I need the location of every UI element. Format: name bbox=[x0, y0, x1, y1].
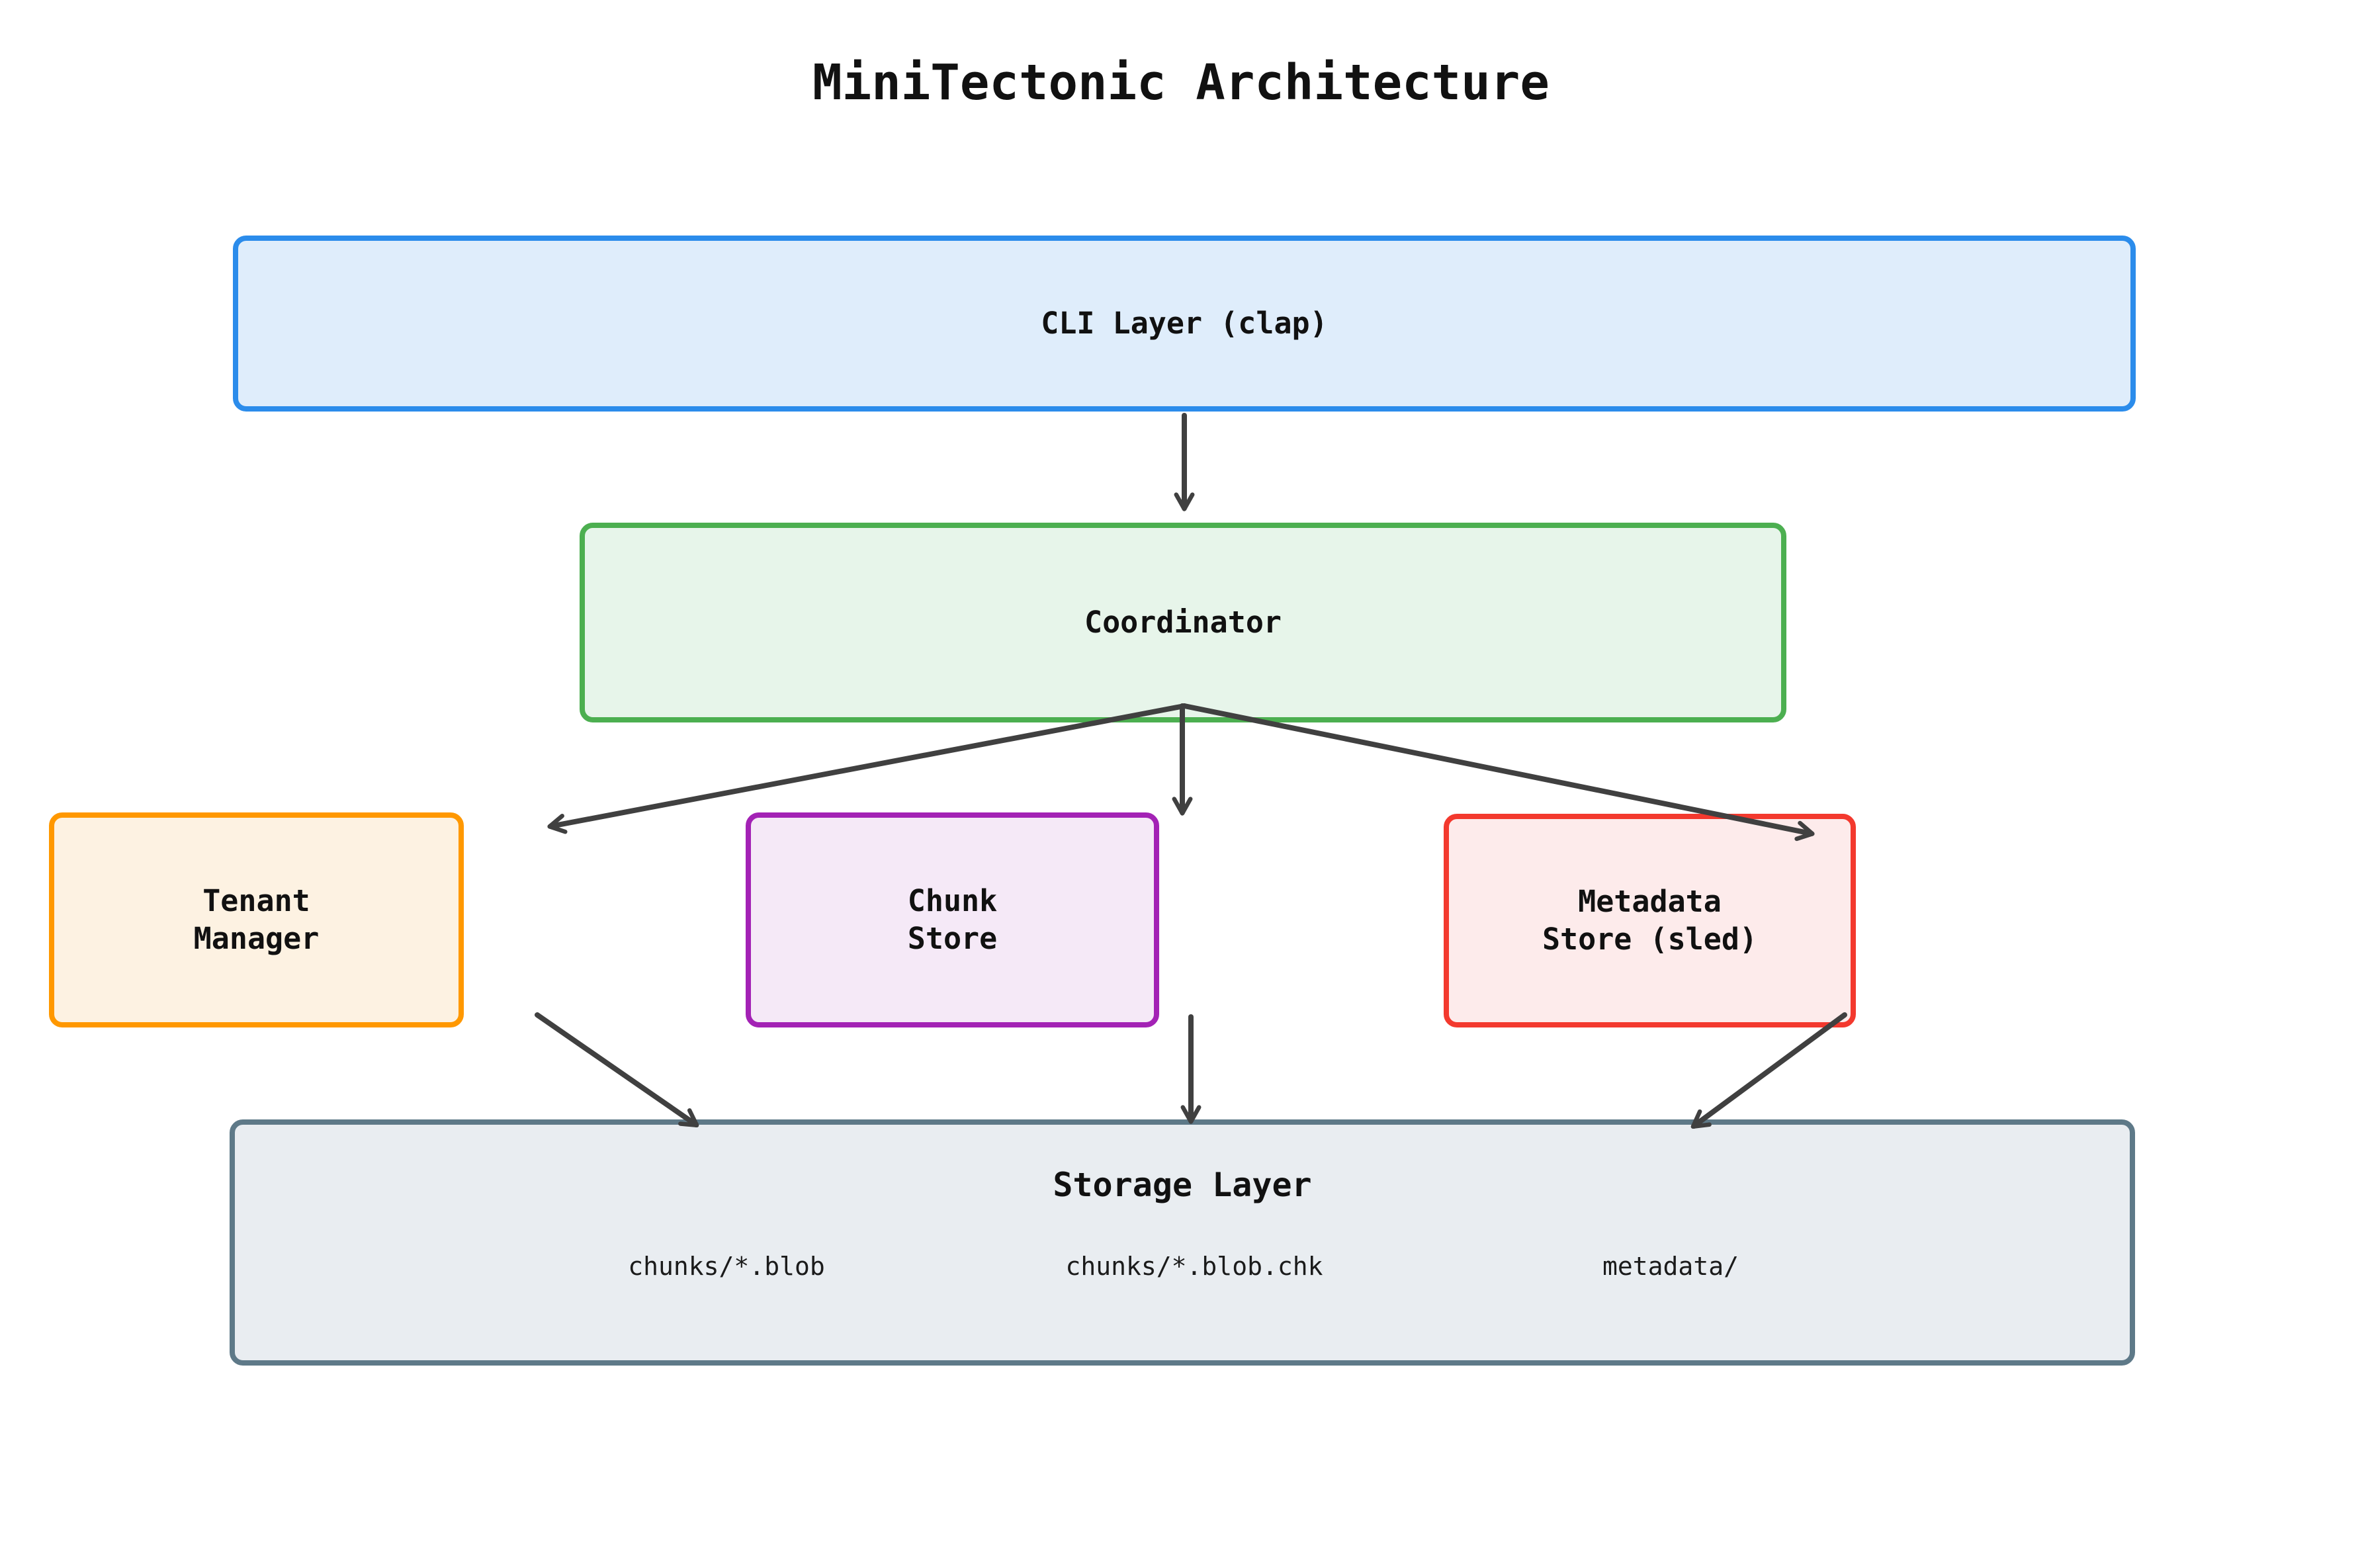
cli-layer-label: CLI Layer (clap) bbox=[1041, 305, 1328, 341]
node-cli-layer: CLI Layer (clap) bbox=[233, 236, 2136, 412]
node-chunk-store: Chunk Store bbox=[746, 812, 1159, 1027]
storage-path-metadata: metadata/ bbox=[1602, 1252, 1739, 1281]
edge-tenant-manager-to-storage bbox=[535, 1012, 699, 1128]
metadata-store-label: Metadata Store (sled) bbox=[1542, 884, 1758, 957]
storage-path-chunks-blob: chunks/*.blob bbox=[628, 1252, 825, 1281]
node-storage-layer: Storage Layer chunks/*.blob chunks/*.blo… bbox=[230, 1119, 2135, 1366]
node-tenant-manager: Tenant Manager bbox=[49, 812, 464, 1027]
edge-metadata-store-to-storage bbox=[1690, 1012, 1847, 1129]
chunk-store-label: Chunk Store bbox=[907, 883, 998, 956]
edge-coordinator-to-tenant-manager bbox=[547, 703, 1187, 834]
diagram-title: MiniTectonic Architecture bbox=[812, 54, 1550, 111]
tenant-manager-label: Tenant Manager bbox=[193, 883, 320, 956]
storage-path-chunks-blob-chk: chunks/*.blob.chk bbox=[1065, 1252, 1323, 1281]
node-coordinator: Coordinator bbox=[580, 523, 1786, 722]
node-metadata-store: Metadata Store (sled) bbox=[1444, 814, 1856, 1027]
storage-layer-label: Storage Layer bbox=[1053, 1166, 1312, 1204]
storage-file-paths: chunks/*.blob chunks/*.blob.chk metadata… bbox=[235, 1252, 2130, 1285]
coordinator-label: Coordinator bbox=[1084, 604, 1282, 640]
